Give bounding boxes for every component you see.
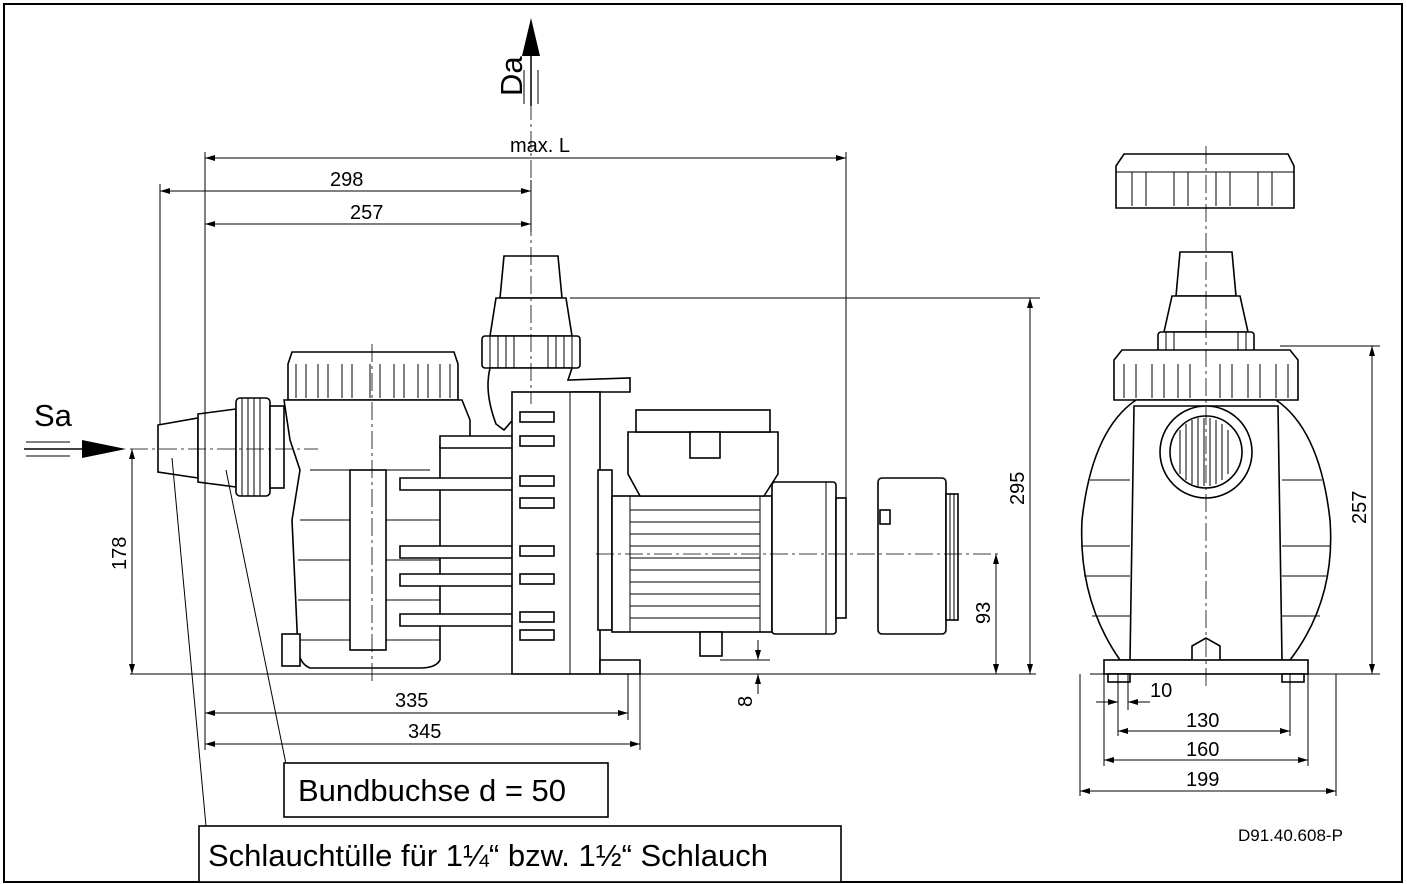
- dim-335: 335: [395, 690, 428, 712]
- callout-flange-socket-box: [283, 762, 609, 818]
- dim-257-top: 257: [350, 202, 383, 224]
- dim-93: 93: [973, 602, 995, 624]
- dim-160: 160: [1186, 739, 1219, 761]
- outlet-label: Da: [494, 56, 529, 96]
- dim-10: 10: [1150, 680, 1172, 702]
- pump-side-view: [157, 255, 959, 675]
- dim-8: 8: [735, 696, 757, 707]
- callout-flange-socket: Bundbuchse d = 50: [298, 773, 566, 808]
- drawing-number: D91.40.608-P: [1238, 826, 1343, 845]
- dim-178: 178: [109, 537, 131, 570]
- dim-257-side: 257: [1349, 491, 1371, 524]
- callout-hose-nozzle: Schlauchtülle für 1¼“ bzw. 1½“ Schlauch: [208, 838, 768, 873]
- dim-298: 298: [330, 169, 363, 191]
- outlet-arrow: [522, 18, 540, 106]
- lid-ribs: [295, 364, 451, 398]
- dim-max-length: max. L: [510, 135, 570, 157]
- dim-345: 345: [408, 721, 441, 743]
- inlet-arrow: [24, 440, 126, 458]
- inlet-label: Sa: [34, 398, 73, 433]
- dim-199: 199: [1186, 769, 1219, 791]
- dim-130: 130: [1186, 710, 1219, 732]
- callout-hose-nozzle-box: [198, 825, 842, 883]
- dim-295: 295: [1007, 472, 1029, 505]
